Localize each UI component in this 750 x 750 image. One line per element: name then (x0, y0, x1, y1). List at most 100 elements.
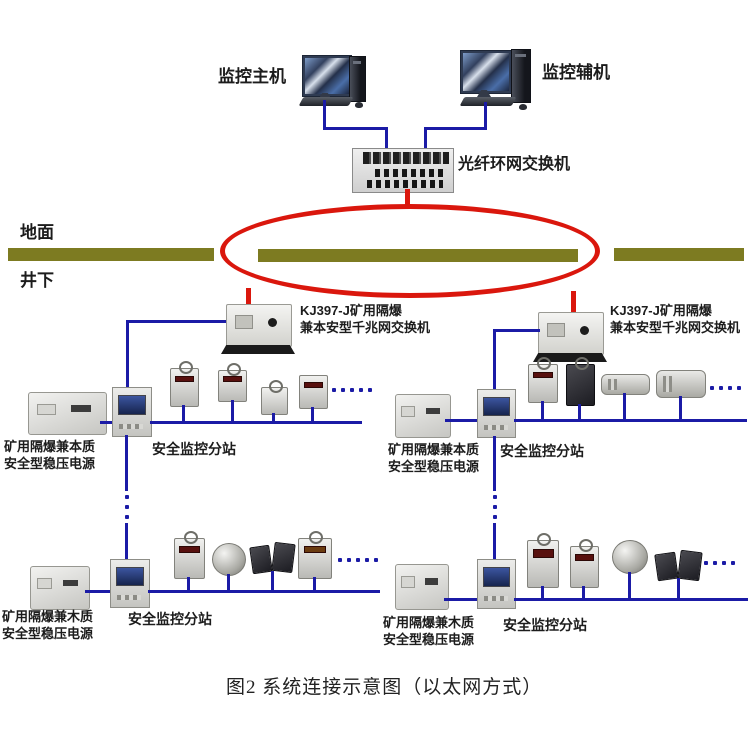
continuation-dots-icon (332, 388, 372, 392)
substation-screen (483, 396, 511, 417)
sensor-device (601, 374, 650, 395)
power-label-line1: 矿用隔爆兼木质 (2, 609, 94, 624)
sensor-display (175, 375, 194, 383)
sensor-device (566, 357, 595, 406)
continuation-dots-icon (338, 558, 378, 562)
sensor-device (271, 541, 296, 574)
wire-segment (493, 436, 496, 491)
kj-switch-right-base (533, 353, 607, 362)
wire-segment (227, 574, 230, 590)
surface-bar-right (614, 248, 744, 261)
continuation-dots-icon (125, 495, 129, 519)
power-label-line2: 安全型稳压电源 (383, 632, 475, 647)
host-computer-monitor (302, 55, 352, 97)
surface-label: 地面 (20, 223, 54, 242)
kj-switch-left-device (226, 304, 292, 347)
sensor-device (656, 370, 706, 398)
fiber-ring-ellipse (220, 204, 600, 298)
fiber-ring-switch-device (352, 148, 454, 193)
monitor-aux-label: 监控辅机 (542, 63, 610, 82)
sensor-device (212, 543, 246, 576)
sensor-device (677, 549, 703, 582)
ring-drop-left (246, 288, 251, 306)
wire-segment (126, 320, 226, 323)
power-supply-label: 矿用隔爆兼木质 安全型稳压电源 (383, 614, 474, 648)
substation-device (477, 389, 516, 438)
kj-switch-right-label: KJ397-J矿用隔爆 兼本安型千兆网交换机 (610, 302, 740, 336)
wire-segment (313, 577, 316, 590)
substation-screen (118, 394, 147, 415)
continuation-dots-icon (704, 561, 735, 565)
kj-switch-right-device (538, 312, 604, 355)
sensor-device (654, 551, 679, 582)
fiber-ring-switch-label: 光纤环网交换机 (458, 156, 571, 173)
figure-caption: 图2 系统连接示意图（以太网方式） (226, 677, 543, 698)
hanger-ring-icon (183, 531, 198, 544)
wire-segment (484, 102, 487, 130)
kj-switch-left-label: KJ397-J矿用隔爆 兼本安型千兆网交换机 (300, 302, 430, 336)
sensor-device (174, 531, 205, 579)
hanger-ring-icon (537, 533, 551, 546)
power-label-line2: 安全型稳压电源 (388, 459, 480, 474)
continuation-dots-icon (710, 386, 741, 390)
substation-screen (483, 566, 511, 587)
power-label-line2: 安全型稳压电源 (2, 626, 94, 641)
hanger-ring-icon (178, 361, 193, 374)
ring-stem (405, 189, 410, 208)
wire-segment (85, 590, 112, 593)
power-supply-label: 矿用隔爆兼木质 安全型稳压电源 (2, 608, 93, 642)
substation-label: 安全监控分站 (503, 617, 587, 633)
wire-segment (541, 401, 544, 419)
wire-segment (323, 100, 326, 130)
wire-segment (493, 329, 540, 332)
host-computer-tower (349, 56, 366, 102)
switch-port-row (375, 169, 447, 177)
kj-right-line1: KJ397-J矿用隔爆 (610, 303, 712, 318)
sensor-bus-wire (150, 421, 362, 424)
wire-segment (578, 404, 581, 419)
aux-computer-tower (511, 49, 531, 103)
sensor-display (304, 381, 323, 388)
host-computer-stand (318, 93, 332, 100)
host-computer-screen (305, 58, 349, 94)
wire-segment (125, 435, 128, 491)
wire-segment (444, 598, 478, 601)
sensor-device (527, 533, 559, 588)
substation-label: 安全监控分站 (128, 611, 212, 627)
kj-right-line2: 兼本安型千兆网交换机 (610, 320, 741, 335)
power-label-line1: 矿用隔爆兼本质 (388, 442, 480, 457)
wire-segment (445, 419, 479, 422)
substation-label: 安全监控分站 (500, 443, 584, 459)
hanger-ring-icon (309, 531, 323, 544)
power-supply-label: 矿用隔爆兼本质 安全型稳压电源 (4, 438, 95, 472)
wire-segment (311, 407, 314, 421)
continuation-dots-icon (493, 495, 497, 519)
power-supply-device (395, 564, 449, 610)
switch-module-row (363, 152, 449, 164)
wire-segment (541, 586, 544, 598)
wire-segment (271, 571, 274, 590)
sensor-device (298, 531, 332, 579)
sensor-display (303, 546, 327, 554)
hanger-ring-icon (268, 380, 283, 393)
sensor-device (612, 540, 648, 574)
wire-segment (272, 413, 275, 421)
sensor-display (575, 554, 594, 562)
substation-screen (116, 566, 145, 587)
substation-label: 安全监控分站 (152, 441, 236, 457)
sensor-display (533, 371, 553, 379)
power-label-line2: 安全型稳压电源 (4, 456, 96, 471)
sensor-display (223, 376, 242, 382)
aux-computer-mouse (519, 104, 527, 110)
sensor-device (170, 361, 199, 407)
hanger-ring-icon (574, 357, 589, 370)
wire-segment (582, 586, 585, 598)
wire-segment (126, 320, 129, 390)
wire-segment (493, 329, 496, 392)
wire-segment (231, 400, 234, 421)
sensor-device (261, 380, 288, 415)
ring-drop-right (571, 291, 576, 312)
sensor-bus-wire (148, 590, 380, 593)
substation-device (110, 559, 150, 608)
kj-left-line2: 兼本安型千兆网交换机 (300, 320, 431, 335)
